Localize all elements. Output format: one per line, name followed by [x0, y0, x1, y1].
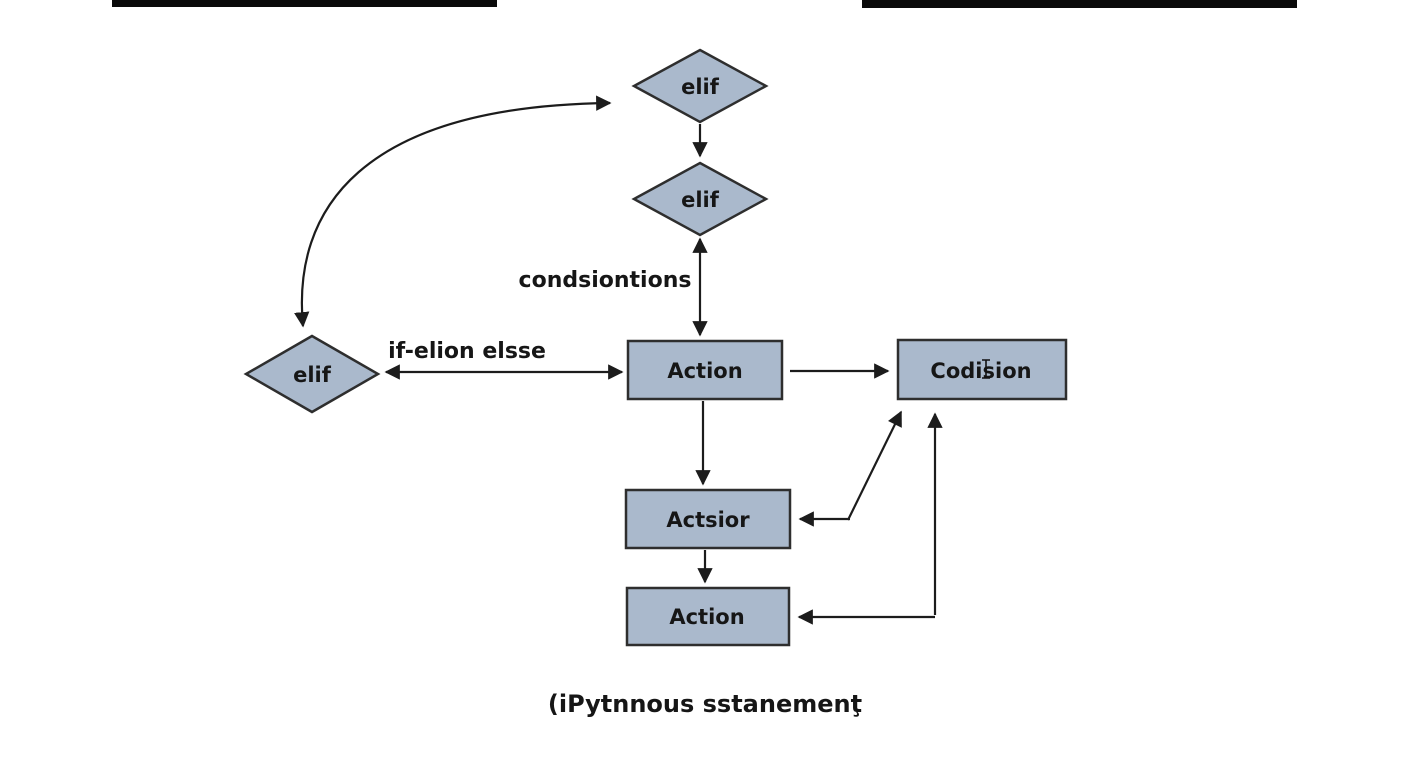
text-cursor-icon: [982, 359, 990, 379]
box-action-bottom-label: Action: [669, 605, 744, 629]
diamond-elif-left-label: elif: [293, 363, 332, 387]
box-actsior: [624, 488, 792, 550]
diamond-elif-mid-label: elif: [681, 188, 720, 212]
box-action-bottom: [625, 586, 791, 647]
edge-label-conditions: condsiontions: [519, 268, 692, 293]
edge-label-if-else: if-elion elsse: [388, 339, 546, 364]
diamond-elif-mid: [631, 161, 769, 237]
box-actsior-label: Actsior: [666, 508, 750, 532]
arrow-diagonal-to-codision: [847, 410, 902, 521]
diamond-elif-top-label: elif: [681, 75, 720, 99]
arrow-curved-left-elif-to-top-elif: [294, 95, 612, 328]
box-action-center-label: Action: [667, 359, 742, 383]
diamond-elif-top: [631, 48, 769, 124]
box-codision-label: Codision: [930, 359, 1031, 383]
diagram-caption: (iPytnnous sstanemenţ: [548, 690, 862, 718]
box-codision: [896, 338, 1068, 401]
box-action-center: [626, 339, 784, 401]
top-crop-artifact-right: [862, 0, 1297, 8]
diamond-elif-left: [243, 334, 381, 414]
top-crop-artifact-left: [112, 0, 497, 7]
